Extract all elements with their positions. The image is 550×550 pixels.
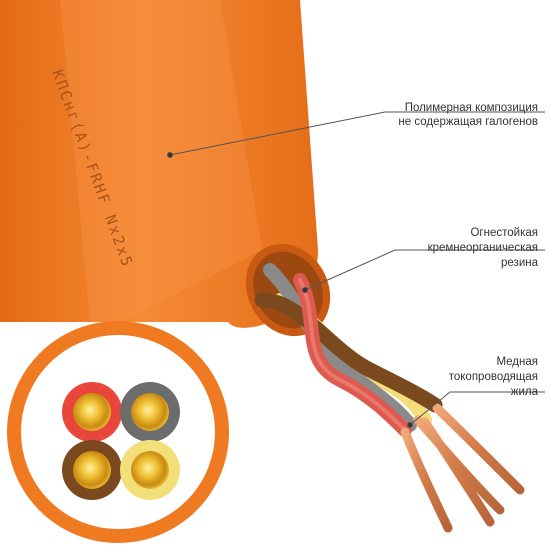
copper-strand xyxy=(400,427,453,533)
cable-cross-section xyxy=(7,321,229,543)
callout-label-2: Огнестойкая кремнеорганическая резина xyxy=(428,227,539,269)
leader-line xyxy=(409,391,545,426)
callout-text: Медная xyxy=(496,356,538,368)
leader-line xyxy=(169,111,545,156)
callout-text: Огнестойкая xyxy=(470,227,538,239)
cross-section-core-yellow xyxy=(120,440,180,500)
callout-text: жила xyxy=(511,386,539,398)
cross-section-core-gray xyxy=(120,382,180,442)
callout-text: резина xyxy=(501,257,539,269)
leader-line xyxy=(304,249,545,291)
callout-label-3: Медная токопроводящая жила xyxy=(449,356,539,398)
callout-text: Полимерная композиция xyxy=(405,102,538,114)
twisted-cores xyxy=(254,263,443,437)
copper-strand xyxy=(432,403,525,495)
cross-section-core-brown xyxy=(62,440,122,500)
callout-text: не содержащая галогенов xyxy=(398,116,538,128)
cross-section-core-red xyxy=(62,382,122,442)
copper-conductors xyxy=(400,403,525,533)
copper-strand xyxy=(413,415,505,515)
core-gray xyxy=(263,263,417,432)
core-brown xyxy=(254,292,443,413)
callout-text: токопроводящая xyxy=(449,371,538,383)
callout-leaders xyxy=(167,111,545,428)
callout-label-1: Полимерная композиция не содержащая гало… xyxy=(398,102,538,128)
callout-text: кремнеорганическая xyxy=(428,242,538,254)
